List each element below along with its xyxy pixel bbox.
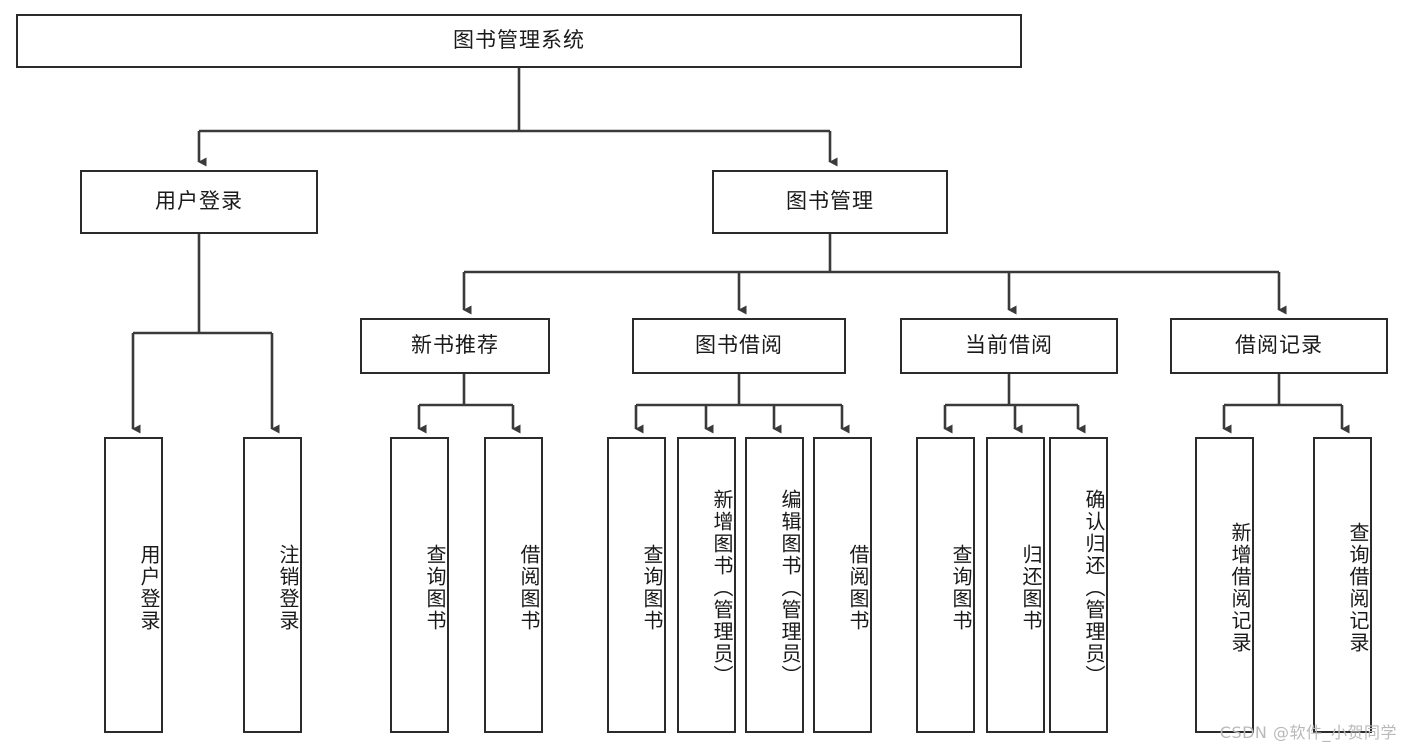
leaf-query-book-3[interactable]: 查询图书	[916, 437, 975, 733]
leaf-logout-login-label: 注销登录	[276, 544, 300, 632]
leaf-add-book-admin-label: 新增图书（管理员）	[710, 489, 734, 687]
leaf-query-book-1[interactable]: 查询图书	[390, 437, 449, 733]
node-current-borrow-label: 当前借阅	[965, 333, 1053, 358]
node-borrow-record[interactable]: 借阅记录	[1170, 318, 1388, 374]
node-root-label: 图书管理系统	[453, 28, 585, 53]
leaf-add-borrow-record-label: 新增借阅记录	[1228, 522, 1252, 654]
leaf-borrow-book-2-label: 借阅图书	[846, 544, 870, 632]
node-new-book-recommend[interactable]: 新书推荐	[360, 318, 550, 374]
node-user-login-label: 用户登录	[155, 189, 243, 214]
leaf-query-borrow-record[interactable]: 查询借阅记录	[1313, 437, 1372, 733]
leaf-query-book-2-label: 查询图书	[640, 544, 664, 632]
node-borrow-record-label: 借阅记录	[1235, 333, 1323, 358]
node-book-manage[interactable]: 图书管理	[712, 170, 948, 234]
leaf-confirm-return-admin[interactable]: 确认归还（管理员）	[1049, 437, 1108, 733]
leaf-add-borrow-record[interactable]: 新增借阅记录	[1195, 437, 1254, 733]
leaf-query-book-2[interactable]: 查询图书	[607, 437, 666, 733]
leaf-query-borrow-record-label: 查询借阅记录	[1346, 522, 1370, 654]
leaf-borrow-book-1[interactable]: 借阅图书	[484, 437, 543, 733]
leaf-borrow-book-1-label: 借阅图书	[517, 544, 541, 632]
watermark-text: CSDN @软件_小贺同学	[1219, 723, 1397, 742]
leaf-edit-book-admin-label: 编辑图书（管理员）	[778, 489, 802, 687]
node-current-borrow[interactable]: 当前借阅	[900, 318, 1118, 374]
leaf-query-book-1-label: 查询图书	[423, 544, 447, 632]
node-user-login[interactable]: 用户登录	[80, 170, 318, 234]
leaf-logout-login[interactable]: 注销登录	[243, 437, 302, 733]
node-book-borrow[interactable]: 图书借阅	[632, 318, 846, 374]
leaf-user-login[interactable]: 用户登录	[104, 437, 163, 733]
node-root[interactable]: 图书管理系统	[16, 14, 1022, 68]
node-new-book-recommend-label: 新书推荐	[411, 333, 499, 358]
leaf-return-book-label: 归还图书	[1019, 544, 1043, 632]
node-book-manage-label: 图书管理	[786, 189, 874, 214]
leaf-return-book[interactable]: 归还图书	[986, 437, 1045, 733]
leaf-add-book-admin[interactable]: 新增图书（管理员）	[677, 437, 736, 733]
leaf-borrow-book-2[interactable]: 借阅图书	[813, 437, 872, 733]
leaf-confirm-return-admin-label: 确认归还（管理员）	[1082, 489, 1106, 687]
leaf-user-login-label: 用户登录	[137, 544, 161, 632]
leaf-query-book-3-label: 查询图书	[949, 544, 973, 632]
node-book-borrow-label: 图书借阅	[695, 333, 783, 358]
leaf-edit-book-admin[interactable]: 编辑图书（管理员）	[745, 437, 804, 733]
